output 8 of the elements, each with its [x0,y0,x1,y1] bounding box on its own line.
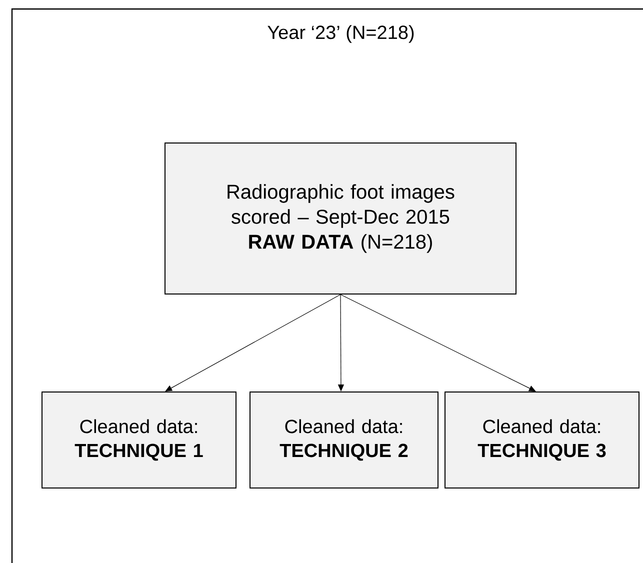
process-box: Cleaned data: TECHNIQUE 1 [42,392,236,488]
frame [11,8,643,563]
arrow [165,294,341,392]
process-box: Cleaned data: TECHNIQUE 2 [250,392,438,488]
arrow [340,294,536,392]
frame-title: Year ‘23’ (N=218) [268,25,414,43]
process-box: Cleaned data: TECHNIQUE 3 [444,392,640,488]
process-box: Radiographic foot images scored – Sept-Dec 2015 RAW DATA (N=218) [164,142,516,294]
